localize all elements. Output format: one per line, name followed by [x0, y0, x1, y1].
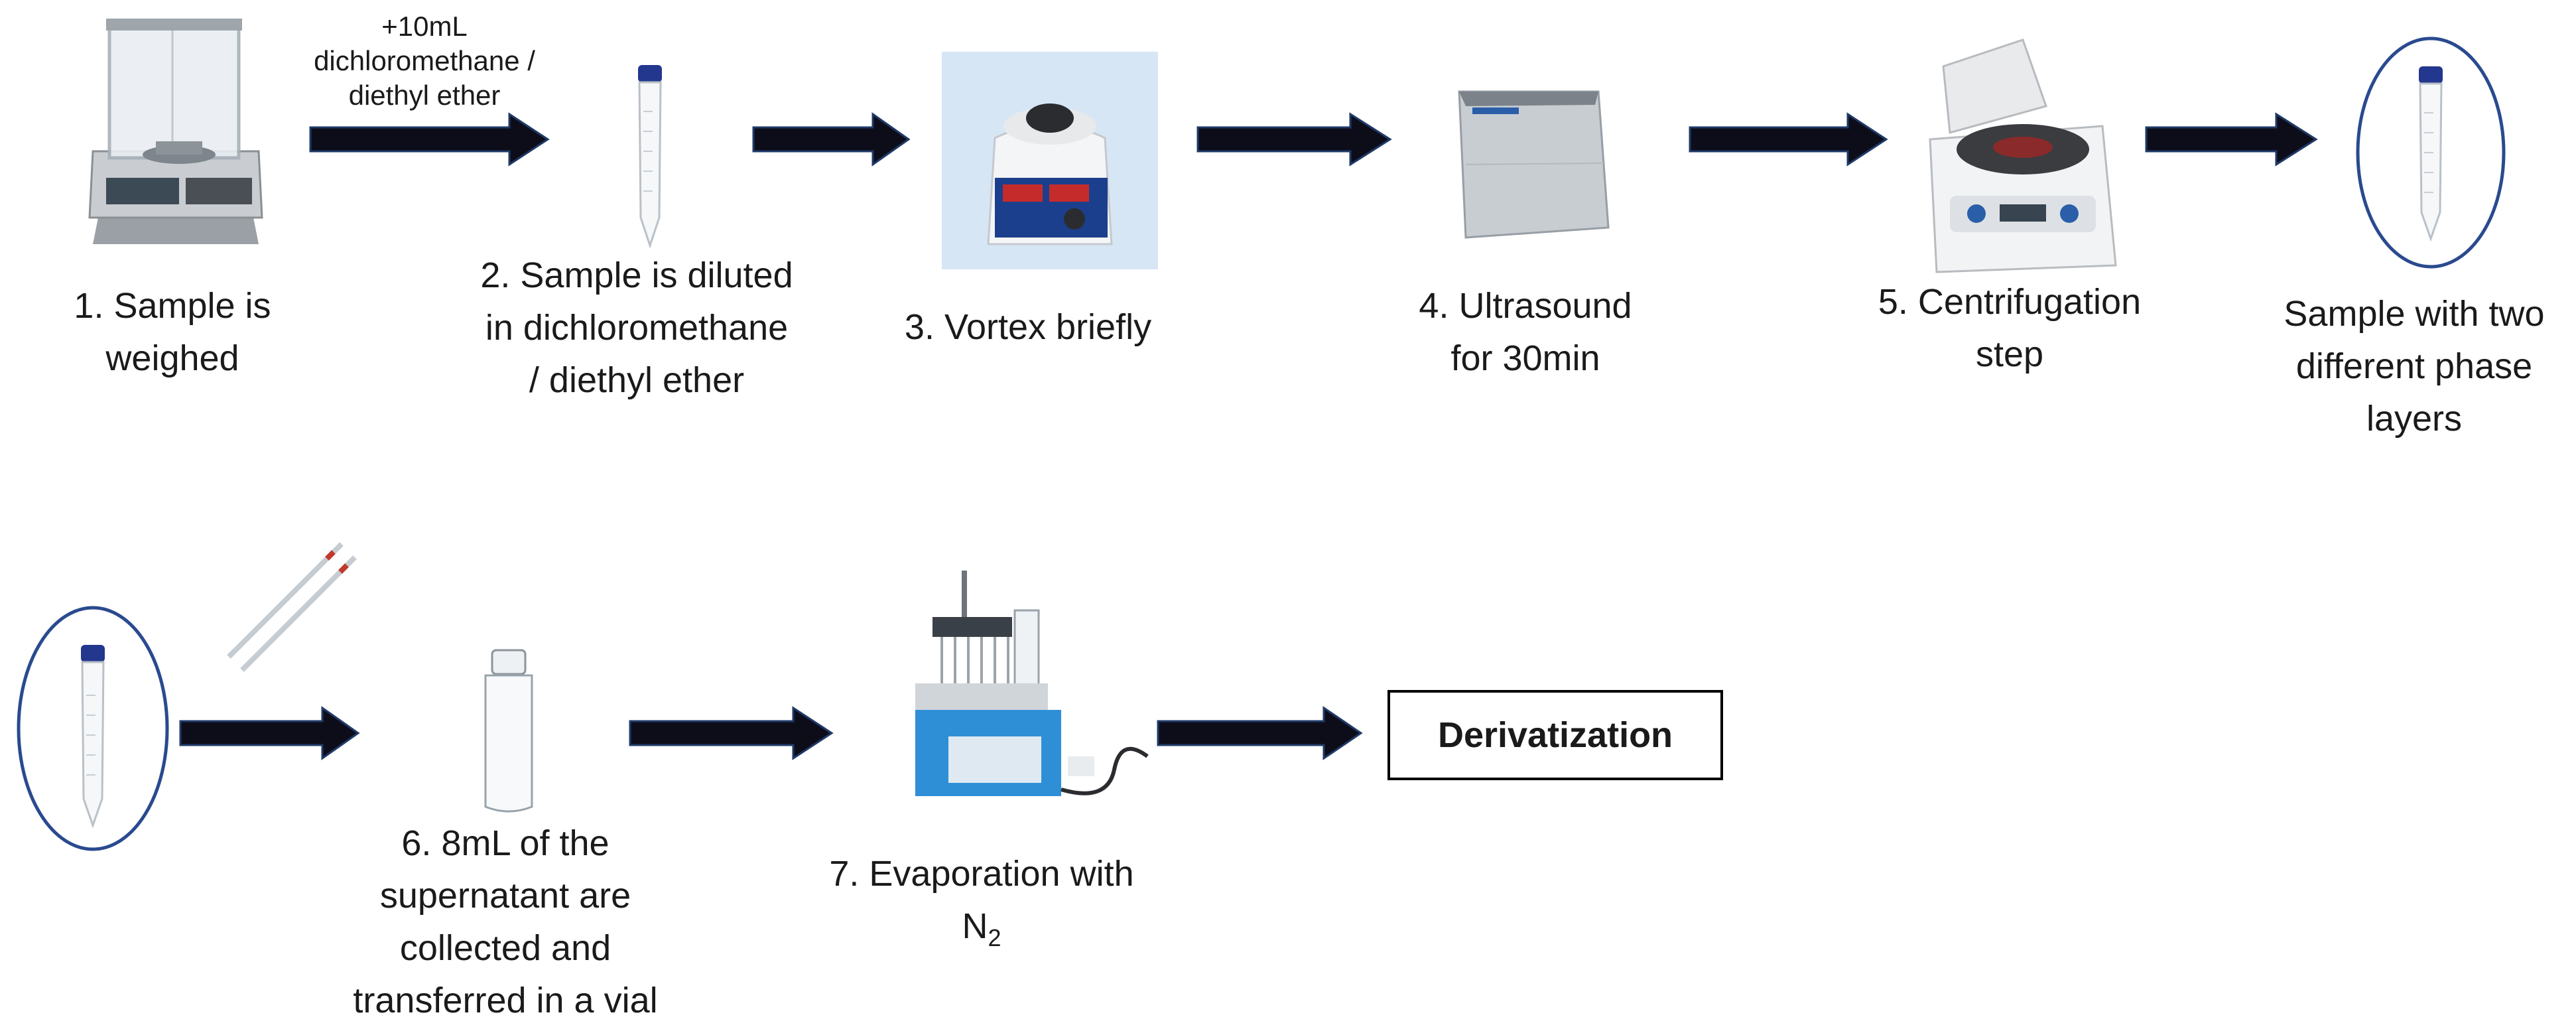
pipette-icon: [227, 542, 357, 672]
reagent-addition-note: +10mL dichloromethane / diethyl ether: [285, 9, 564, 113]
label-line: 6. 8mL of the: [401, 823, 610, 863]
arrow-right-icon: [309, 112, 550, 167]
step-4-label: 4. Ultrasound for 30min: [1346, 280, 1705, 385]
label-line: supernatant are: [379, 876, 631, 916]
label-line: layers: [2366, 399, 2463, 439]
result-label: Sample with two different phase layers: [2248, 288, 2576, 445]
label-line: / diethyl ether: [529, 360, 745, 400]
nitrogen-subscript: 2: [988, 924, 1001, 951]
label-line: for 30min: [1450, 338, 1600, 378]
label-line: step: [1975, 334, 2044, 374]
note-line: +10mL: [381, 11, 468, 42]
step-6-label: 6. 8mL of the supernatant are collected …: [306, 817, 704, 1027]
step-5-label: 5. Centrifugation step: [1831, 276, 2189, 381]
balance-icon: [88, 19, 263, 244]
ultrasonic-bath-icon: [1458, 90, 1610, 239]
step-2-label: 2. Sample is diluted in dichloromethane …: [438, 249, 836, 407]
arrow-right-icon: [2145, 112, 2318, 167]
vortex-mixer-icon: [942, 52, 1158, 269]
glass-vial-icon: [484, 649, 533, 813]
arrow-right-icon: [752, 112, 911, 167]
label-line: 3. Vortex briefly: [904, 307, 1152, 347]
step-3-label: 3. Vortex briefly: [849, 301, 1207, 354]
step-1-label: 1. Sample is weighed: [27, 280, 318, 385]
centrifuge-tube-icon: [638, 65, 662, 249]
label-line: 5. Centrifugation: [1878, 282, 2142, 322]
arrow-right-icon: [1157, 706, 1363, 760]
nitrogen-evaporator-icon: [915, 571, 1149, 796]
label-line: different phase: [2295, 346, 2533, 386]
label-line: 2. Sample is diluted: [480, 255, 793, 295]
label-line: N2: [783, 900, 1181, 964]
derivatization-box: Derivatization: [1387, 690, 1723, 780]
label-line: collected and: [399, 928, 612, 968]
label-line: 4. Ultrasound: [1419, 286, 1632, 326]
label-line: 7. Evaporation with: [829, 854, 1134, 894]
label-line: weighed: [105, 338, 239, 378]
arrow-right-icon: [1689, 112, 1888, 167]
label-line: in dichloromethane: [485, 308, 789, 348]
label-line: Sample with two: [2284, 294, 2545, 334]
arrow-right-icon: [179, 706, 360, 760]
two-phase-tube-icon: [2356, 36, 2506, 269]
arrow-right-icon: [1196, 112, 1392, 167]
note-line: dichloromethane /: [314, 45, 535, 76]
two-phase-tube-icon: [17, 606, 169, 851]
label-line: transferred in a vial: [353, 981, 658, 1020]
arrow-right-icon: [629, 706, 834, 760]
nitrogen-symbol: N: [962, 906, 988, 946]
centrifuge-icon: [1929, 38, 2117, 273]
label-line: 1. Sample is: [74, 286, 271, 326]
note-line: diethyl ether: [348, 80, 501, 111]
step-7-label: 7. Evaporation with N2: [783, 848, 1181, 964]
